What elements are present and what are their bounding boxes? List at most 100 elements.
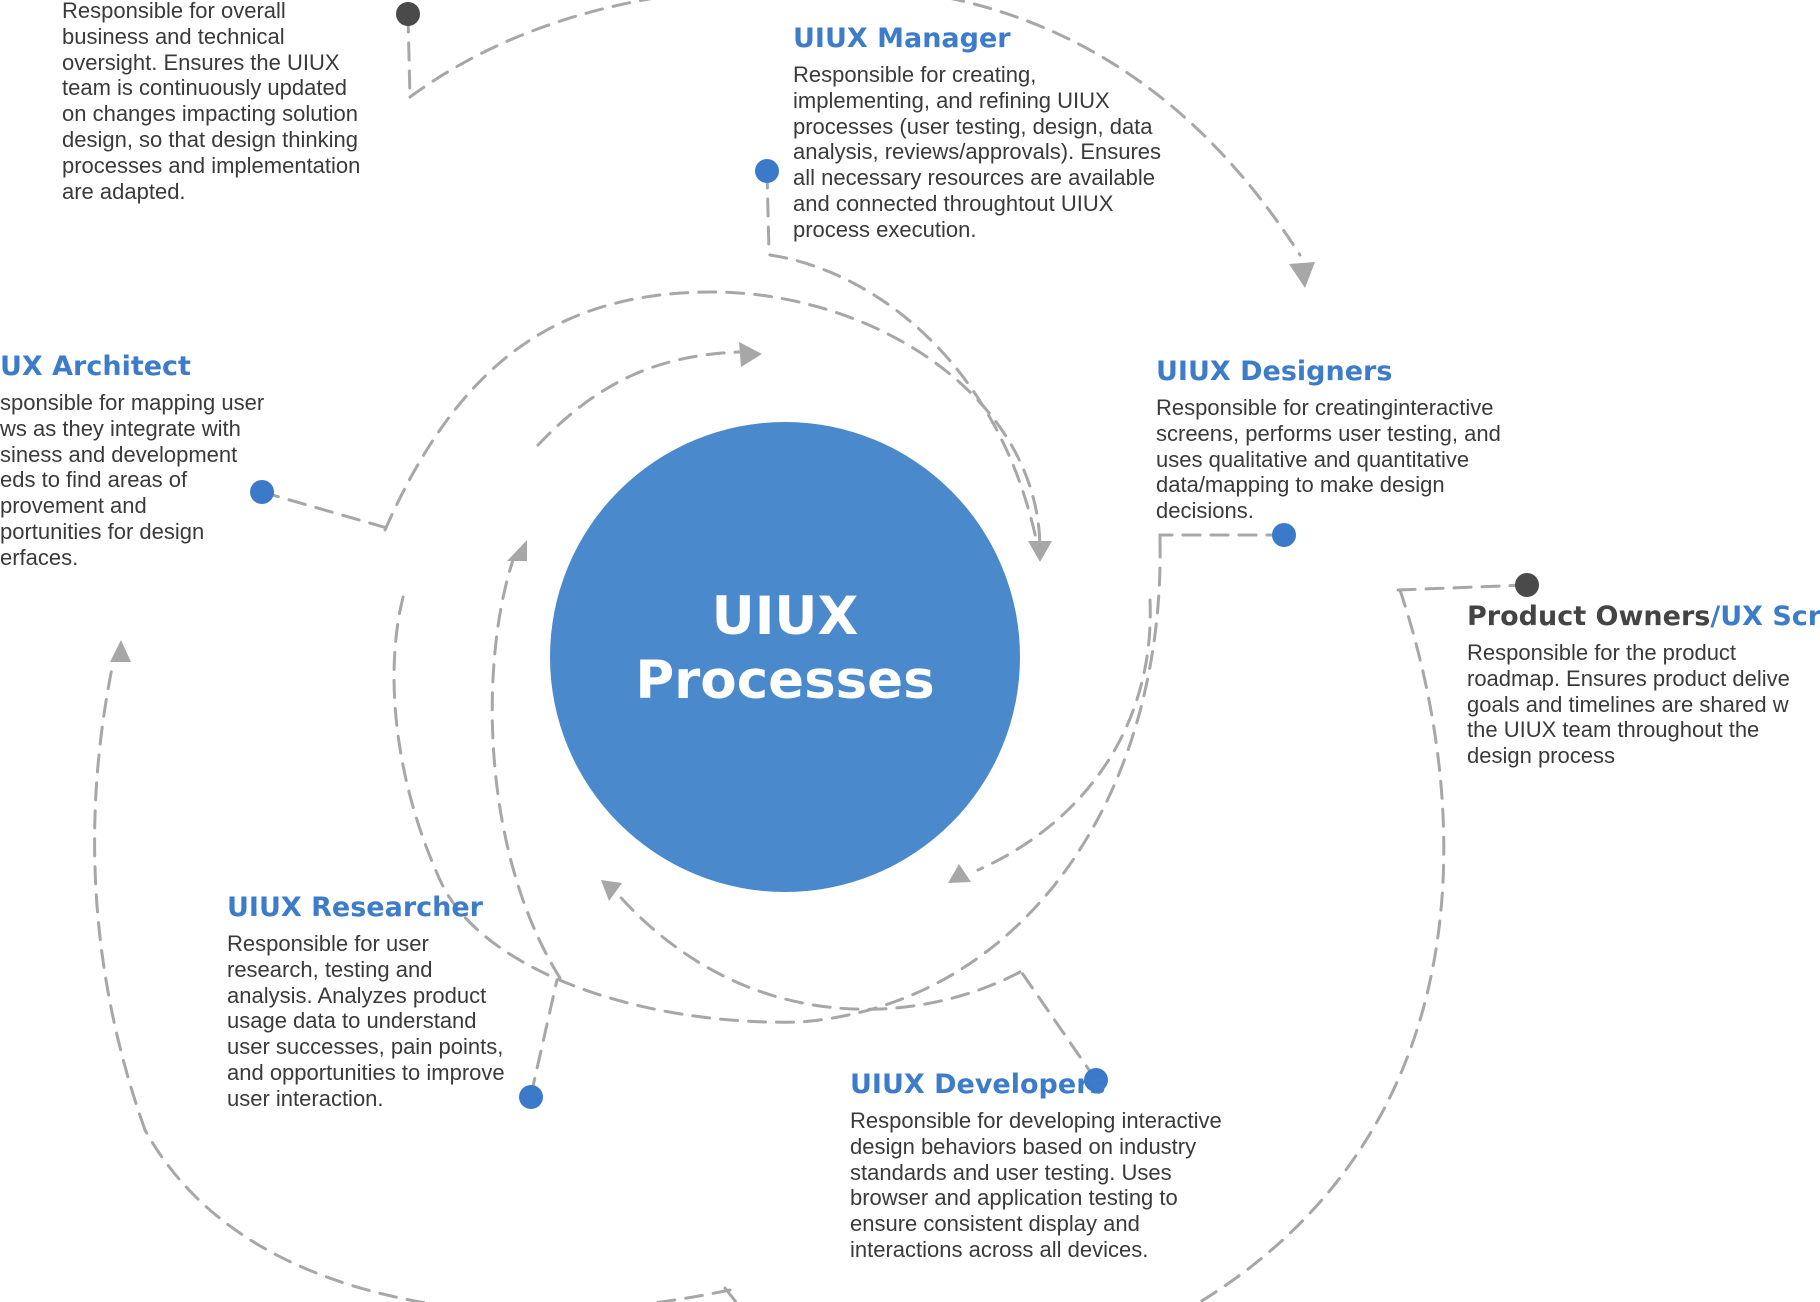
arrow-ring-left	[507, 540, 527, 561]
description-line: implementing, and refining UIUX	[793, 87, 1110, 113]
title-separator: /	[1710, 601, 1721, 632]
description-line: decisions.	[1156, 498, 1254, 524]
description-line: user successes, pain points,	[227, 1034, 504, 1060]
description-line: user interaction.	[227, 1085, 384, 1111]
role-block-developers: UIUX Developers Responsible for developi…	[850, 1068, 1222, 1263]
role-block-designers: UIUX Designers Responsible for creatingi…	[1156, 355, 1501, 524]
role-block-product-owners: Product Owners/UX Scrum Responsible for …	[1467, 600, 1820, 769]
role-block-architect: UX Architect sponsible for mapping user …	[0, 350, 264, 571]
connector-architect	[260, 490, 389, 530]
ring-arc-right	[976, 598, 1152, 872]
role-description: Responsible for the product roadmap. Ens…	[1467, 640, 1820, 769]
node-overview	[396, 2, 420, 26]
arrow-ring-bottom-right	[948, 864, 971, 883]
arrow-ring-top	[739, 342, 762, 367]
node-manager	[755, 159, 779, 183]
role-title-manager: UIUX Manager	[793, 23, 1011, 54]
role-block-manager: UIUX Manager Responsible for creating, i…	[793, 22, 1161, 243]
outer-arc-right	[1198, 588, 1446, 1302]
role-description: Responsible for creatinginteractive scre…	[1156, 395, 1501, 524]
ring-arc-upper	[383, 290, 1042, 552]
ring-arc-bottom	[612, 888, 1022, 1011]
connector-developers	[1018, 968, 1098, 1082]
description-line: browser and application testing to	[850, 1185, 1178, 1211]
description-line: processes and implementation	[62, 152, 361, 178]
description-line: analysis, reviews/approvals). Ensures	[793, 139, 1162, 165]
description-line: business and technical	[62, 23, 285, 49]
description-line: provement and	[0, 493, 147, 519]
description-line: all necessary resources are available	[793, 165, 1155, 191]
outer-arc-top	[408, 0, 1302, 257]
description-line: design, so that design thinking	[62, 126, 358, 152]
description-line: Responsible for overall	[62, 0, 286, 23]
role-title-designers: UIUX Designers	[1156, 356, 1393, 387]
node-designers	[1272, 523, 1296, 547]
description-line: standards and user testing. Uses	[850, 1159, 1172, 1185]
role-description: Responsible for creating, implementing, …	[793, 62, 1161, 243]
description-line: data/mapping to make design	[1156, 472, 1445, 498]
connector-researcher	[529, 978, 559, 1097]
role-title-product-owners: Product Owners/UX Scrum	[1467, 600, 1820, 634]
description-line: ws as they integrate with	[0, 415, 241, 441]
role-description: Responsible for user research, testing a…	[227, 931, 505, 1112]
description-line: sponsible for mapping user	[0, 390, 265, 415]
node-developers	[1084, 1068, 1108, 1092]
connector-overview	[406, 13, 412, 99]
description-line: eds to find areas of	[0, 467, 188, 493]
description-line: research, testing and	[227, 956, 433, 982]
role-title-architect: UX Architect	[0, 351, 191, 382]
description-line: and opportunities to improve	[227, 1059, 505, 1085]
description-line: Responsible for the product	[1467, 640, 1737, 665]
ring-arc-top	[536, 350, 742, 447]
center-circle	[550, 422, 1020, 892]
description-line: Responsible for creatinginteractive	[1156, 395, 1494, 420]
description-line: portunities for design	[0, 518, 205, 544]
description-line: Responsible for creating,	[793, 62, 1037, 87]
title-part-ux-scrum: UX Scrum	[1720, 601, 1820, 632]
description-line: processes (user testing, design, data	[793, 113, 1153, 139]
connector-manager	[765, 169, 772, 257]
description-line: ensure consistent display and	[850, 1211, 1140, 1237]
center-label-line1: UIUX	[712, 586, 859, 647]
description-line: process execution.	[793, 216, 977, 242]
description-line: design process	[1467, 743, 1615, 769]
description-line: are adapted.	[62, 178, 186, 204]
role-description: sponsible for mapping user ws as they in…	[0, 390, 264, 571]
arrow-ring-bottom-left	[601, 880, 622, 901]
role-block-researcher: UIUX Researcher Responsible for user res…	[227, 891, 505, 1112]
arrow-ring-right	[1028, 541, 1052, 562]
description-line: and connected throughtout UIUX	[793, 190, 1114, 216]
description-line: design behaviors based on industry	[850, 1133, 1197, 1159]
title-part-product-owners: Product Owners	[1467, 601, 1711, 632]
node-architect	[250, 480, 274, 504]
role-title-researcher: UIUX Researcher	[227, 892, 483, 923]
description-line: interactions across all devices.	[850, 1236, 1149, 1262]
connector-designers	[1158, 533, 1286, 547]
description-line: usage data to understand	[227, 1008, 477, 1034]
outer-arc-left	[93, 666, 147, 1132]
node-product-owners	[1515, 573, 1539, 597]
description-line: goals and timelines are shared w	[1467, 691, 1789, 717]
description-line: uses qualitative and quantitative	[1156, 446, 1470, 472]
arrow-outer-left	[110, 640, 131, 662]
ring-arc-top-right	[768, 253, 1040, 550]
description-line: siness and development	[0, 441, 238, 467]
connector-product-owners	[1396, 583, 1529, 592]
center-label-line2: Processes	[635, 650, 934, 711]
outer-arc-bottom	[143, 1128, 732, 1302]
description-line: Responsible for user	[227, 931, 429, 956]
ring-arc-left	[490, 558, 562, 980]
description-line: screens, performs user testing, and	[1156, 420, 1501, 446]
role-description: Responsible for developing interactive d…	[850, 1108, 1222, 1263]
connector-bottom	[723, 1286, 738, 1302]
node-researcher	[519, 1085, 543, 1109]
arrow-outer-top-right	[1289, 262, 1315, 288]
description-line: erfaces.	[0, 544, 79, 570]
role-block-overview: Responsible for overall business and tec…	[62, 0, 360, 204]
description-line: team is continuously updated	[62, 75, 347, 101]
description-line: analysis. Analyzes product	[227, 982, 487, 1008]
description-line: the UIUX team throughout the	[1467, 717, 1760, 743]
ring-arc-lower	[392, 538, 1162, 1024]
description-line: Responsible for developing interactive	[850, 1108, 1222, 1133]
